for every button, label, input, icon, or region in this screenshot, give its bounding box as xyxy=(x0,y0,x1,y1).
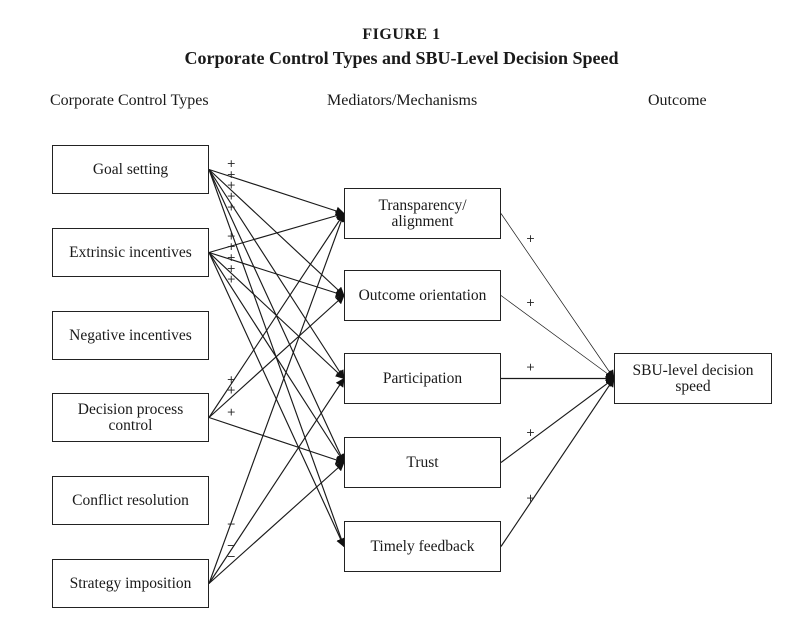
figure-title: Corporate Control Types and SBU-Level De… xyxy=(184,48,619,68)
control-box-negative-incentives: Negative incentives xyxy=(52,311,209,360)
mediator-label: Transparency/ alignment xyxy=(378,196,467,230)
link-sign-goal-to-participation: + xyxy=(227,179,236,192)
column-heading-controls: Corporate Control Types xyxy=(50,92,209,109)
outcome-label: SBU-level decision speed xyxy=(632,361,754,395)
control-box-goal-setting: Goal setting xyxy=(52,145,209,194)
mediator-box-timely-feedback: Timely feedback xyxy=(344,521,501,572)
column-heading-outcome: Outcome xyxy=(648,92,707,109)
link-sign-extrinsic-to-participation: + xyxy=(227,251,236,264)
control-box-strategy-imposition: Strategy imposition xyxy=(52,559,209,608)
link-arrow-trust-to-speed xyxy=(500,377,615,463)
link-arrow-decision-to-trust xyxy=(208,416,345,465)
mediator-label: Timely feedback xyxy=(370,537,475,555)
mediator-box-trust: Trust xyxy=(344,437,501,488)
link-sign-feedback-to-speed: + xyxy=(526,492,535,505)
link-sign-decision-to-outcome_orient: + xyxy=(227,384,236,397)
link-arrow-decision-to-transparency xyxy=(208,212,345,418)
link-arrow-extrinsic-to-transparency xyxy=(208,211,345,254)
link-sign-goal-to-transparency: + xyxy=(227,157,236,170)
link-sign-decision-to-trust: + xyxy=(227,405,236,418)
control-box-extrinsic-incentives: Extrinsic incentives xyxy=(52,228,209,277)
link-sign-extrinsic-to-outcome_orient: + xyxy=(227,240,236,253)
link-arrow-goal-to-transparency xyxy=(208,168,345,216)
control-label: Decision process control xyxy=(77,400,184,434)
link-arrow-transparency-to-speed xyxy=(500,213,615,380)
link-sign-trust-to-speed: + xyxy=(526,426,535,439)
link-sign-extrinsic-to-transparency: + xyxy=(227,229,236,242)
control-label: Extrinsic incentives xyxy=(69,243,192,261)
link-sign-strategy-to-participation: − xyxy=(227,539,236,552)
control-label: Goal setting xyxy=(92,160,169,178)
link-sign-goal-to-outcome_orient: + xyxy=(227,168,236,181)
link-sign-extrinsic-to-trust: + xyxy=(227,262,236,275)
mediator-box-transparency-alignment: Transparency/ alignment xyxy=(344,188,501,239)
mediator-label: Participation xyxy=(382,369,463,387)
control-box-decision-process-control: Decision process control xyxy=(52,393,209,442)
control-label: Negative incentives xyxy=(69,326,192,344)
link-sign-outcome_orient-to-speed: + xyxy=(526,296,535,309)
link-arrow-extrinsic-to-outcome_orient xyxy=(208,251,345,298)
link-arrow-strategy-to-participation xyxy=(208,377,345,584)
link-arrow-strategy-to-transparency xyxy=(208,212,346,584)
control-box-conflict-resolution: Conflict resolution xyxy=(52,476,209,525)
mediator-label: Outcome orientation xyxy=(358,286,487,304)
outcome-box-sbu-decision-speed: SBU-level decision speed xyxy=(614,353,772,404)
control-label: Conflict resolution xyxy=(72,491,189,509)
link-arrow-feedback-to-speed xyxy=(500,377,615,547)
link-sign-goal-to-trust: + xyxy=(227,190,236,203)
control-label: Strategy imposition xyxy=(69,574,192,592)
link-sign-strategy-to-trust: − xyxy=(227,550,236,563)
column-heading-mediators: Mediators/Mechanisms xyxy=(327,92,478,109)
mediator-box-outcome-orientation: Outcome orientation xyxy=(344,270,501,321)
link-sign-decision-to-transparency: + xyxy=(227,373,236,386)
link-arrow-extrinsic-to-trust xyxy=(208,252,345,464)
link-arrow-decision-to-outcome_orient xyxy=(208,294,345,418)
link-sign-participation-to-speed: + xyxy=(526,361,535,374)
mediator-label: Trust xyxy=(406,453,439,471)
link-arrow-strategy-to-trust xyxy=(208,461,345,584)
link-sign-extrinsic-to-feedback: + xyxy=(227,273,236,286)
link-sign-transparency-to-speed: + xyxy=(526,232,535,245)
link-sign-strategy-to-transparency: − xyxy=(227,517,236,530)
link-arrow-outcome_orient-to-speed xyxy=(500,295,615,380)
link-sign-goal-to-feedback: + xyxy=(227,201,236,214)
mediator-box-participation: Participation xyxy=(344,353,501,404)
figure-number: FIGURE 1 xyxy=(362,26,441,43)
